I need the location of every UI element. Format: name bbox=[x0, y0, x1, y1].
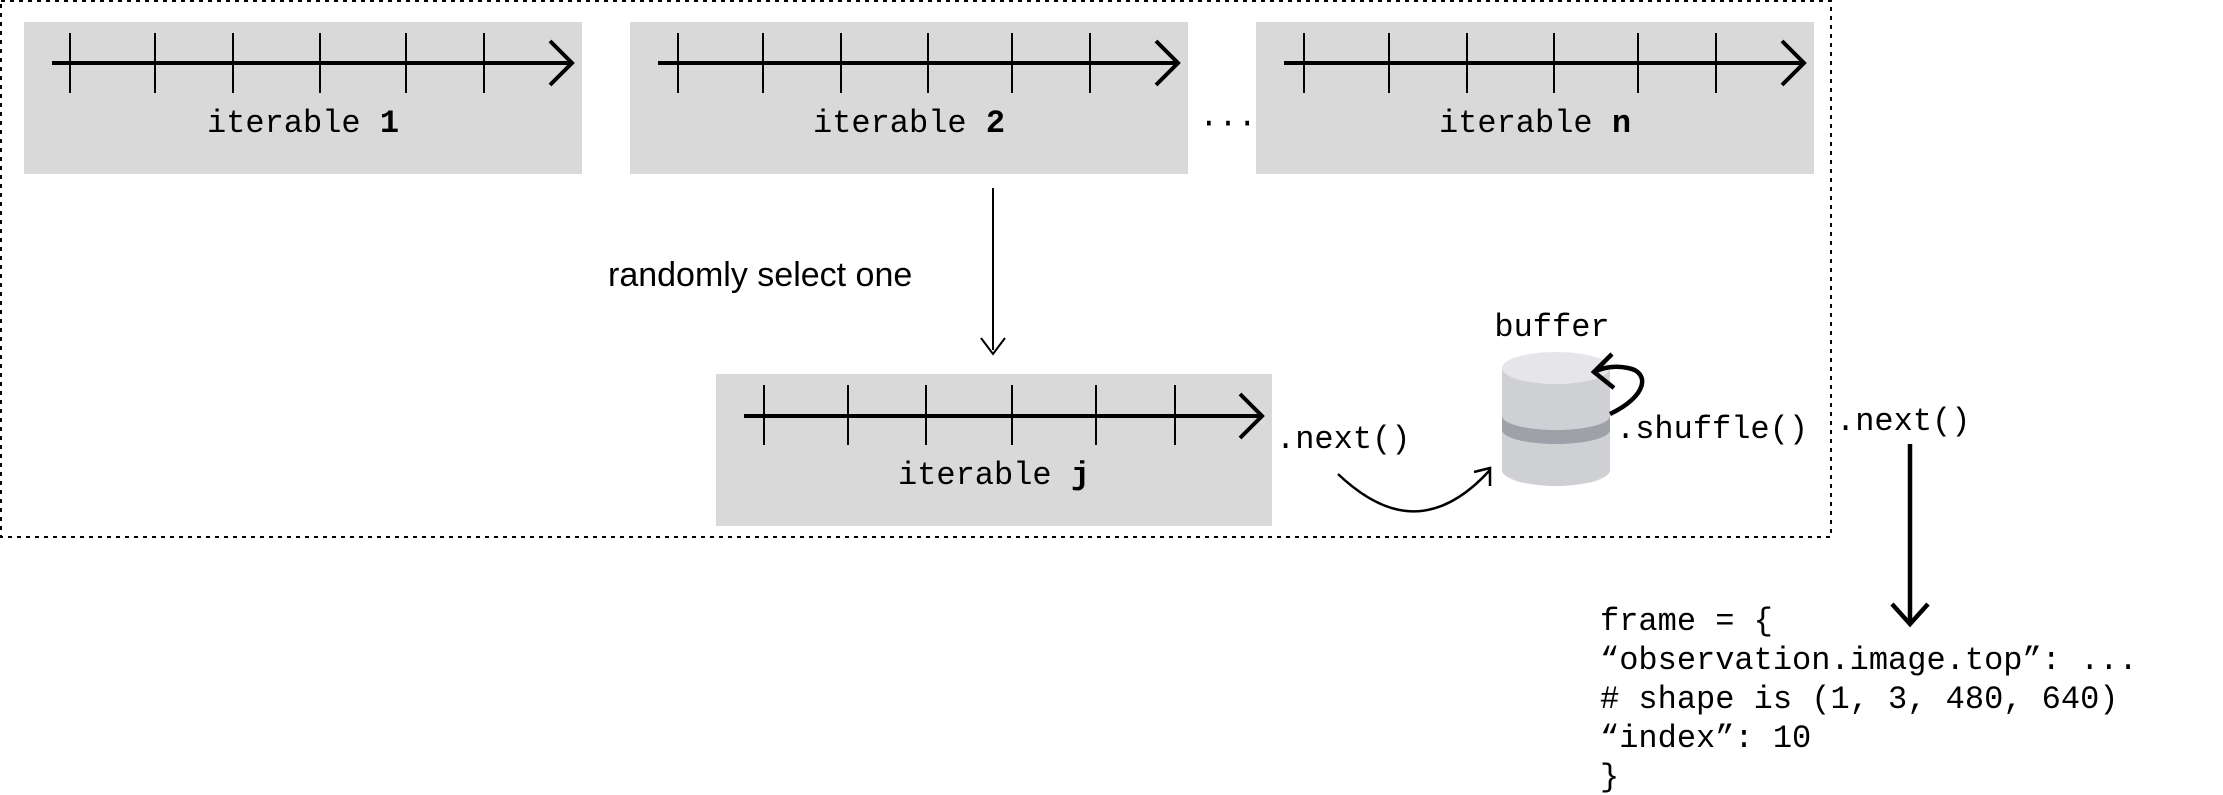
sampler-group-border bbox=[0, 0, 1832, 538]
frame-line: “observation.image.top”: ... bbox=[1600, 642, 2138, 679]
frame-code-block: frame = { “observation.image.top”: ... #… bbox=[1600, 603, 2138, 795]
iterable-box-1: iterable 1 bbox=[24, 22, 582, 174]
next-label-outer: .next() bbox=[1836, 403, 1970, 440]
ellipsis: ··· bbox=[1199, 105, 1257, 142]
frame-line: # shape is (1, 3, 480, 640) bbox=[1600, 681, 2118, 718]
iterable-label: iterable j bbox=[898, 457, 1090, 494]
shuffle-loop-arrow bbox=[1590, 352, 1645, 417]
timeline-axis bbox=[52, 33, 575, 93]
frame-line: frame = { bbox=[1600, 603, 1773, 640]
iterable-label: iterable n bbox=[1439, 105, 1631, 142]
frame-line: } bbox=[1600, 759, 1619, 795]
buffer-database-icon bbox=[1502, 352, 1610, 486]
iterable-box-2: iterable 2 bbox=[630, 22, 1188, 174]
frame-line: “index”: 10 bbox=[1600, 720, 1811, 757]
shuffle-label: .shuffle() bbox=[1616, 411, 1808, 448]
select-label: randomly select one bbox=[608, 256, 912, 294]
iterable-box-n: iterable n bbox=[1256, 22, 1814, 174]
iterable-label: iterable 1 bbox=[207, 105, 399, 142]
iterable-label: iterable 2 bbox=[813, 105, 1005, 142]
next-curve-arrow bbox=[1337, 466, 1492, 513]
next-label-inner: .next() bbox=[1276, 421, 1410, 458]
timeline-axis bbox=[1284, 33, 1807, 93]
iterable-box-j: iterable j bbox=[716, 374, 1272, 526]
select-arrow bbox=[980, 188, 1006, 356]
timeline-axis bbox=[658, 33, 1181, 93]
buffer-label: buffer bbox=[1494, 309, 1609, 346]
output-arrow bbox=[1890, 444, 1930, 628]
timeline-axis bbox=[744, 385, 1265, 445]
